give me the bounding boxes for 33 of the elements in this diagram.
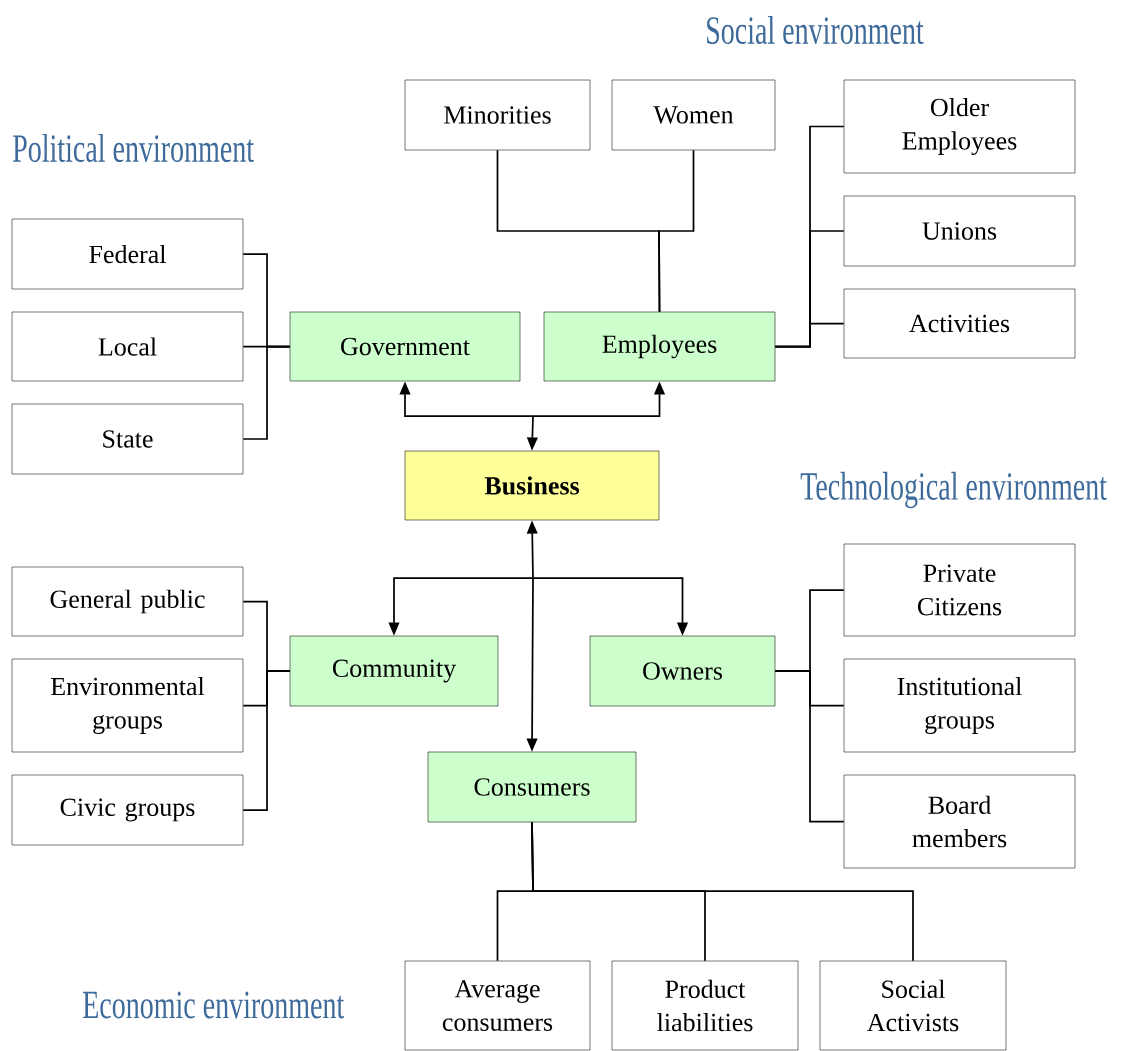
- stakeholder-box: State: [11, 403, 244, 475]
- stakeholder-box: Social Activists: [819, 960, 1007, 1051]
- environment-heading: Political environment: [13, 133, 254, 163]
- stakeholder-box: Older Employees: [843, 79, 1076, 174]
- stakeholder-group-box: Employees: [543, 311, 776, 382]
- connector-line: [774, 670, 845, 823]
- connector-line: [774, 322, 845, 348]
- stakeholder-box: Average consumers: [404, 960, 591, 1051]
- stakeholder-box: Product liabilities: [611, 960, 799, 1051]
- stakeholder-group-box: Government: [289, 311, 521, 382]
- business-box: Business: [404, 450, 660, 521]
- environment-heading: Economic environment: [83, 991, 345, 1019]
- environment-heading: Technological environment: [800, 471, 1107, 509]
- stakeholder-box: Federal: [11, 218, 244, 290]
- stakeholder-box: Minorities: [404, 79, 591, 151]
- stakeholder-box: Local: [11, 311, 244, 382]
- connector-line: [242, 670, 291, 811]
- connector-line: [658, 149, 695, 313]
- stakeholder-box: Private Citizens: [843, 543, 1076, 637]
- stakeholder-box: Civic groups: [11, 774, 244, 846]
- stakeholder-group-box: Consumers: [427, 751, 637, 823]
- stakeholder-box: Environmental groups: [11, 658, 244, 753]
- environment-heading: Social environment: [707, 15, 924, 45]
- stakeholder-box: Activities: [843, 288, 1076, 359]
- stakeholder-box: Unions: [843, 195, 1076, 267]
- connector-line: [531, 821, 914, 962]
- stakeholder-box: Institutional groups: [843, 658, 1076, 753]
- connector-line: [242, 345, 291, 440]
- stakeholder-box: Women: [611, 79, 776, 151]
- stakeholder-group-box: Community: [289, 635, 499, 707]
- stakeholder-box: Board members: [843, 774, 1076, 869]
- stakeholder-box: General public: [11, 566, 244, 637]
- stakeholder-group-box: Owners: [589, 635, 776, 707]
